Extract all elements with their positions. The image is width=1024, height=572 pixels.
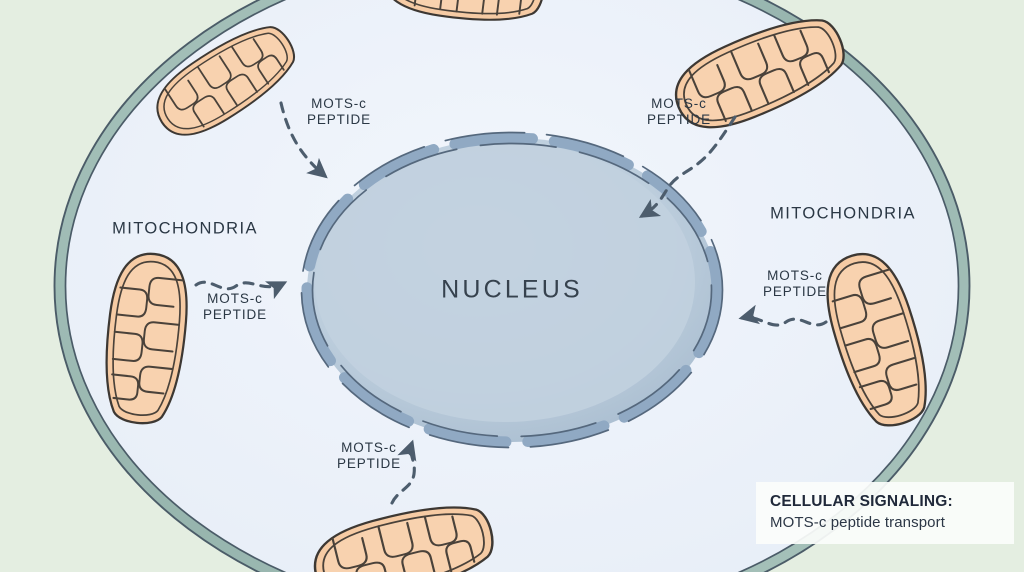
nucleus (307, 138, 717, 442)
caption-title: CELLULAR SIGNALING: (770, 493, 953, 510)
arrow-left (194, 280, 288, 300)
nuclear-envelope (301, 132, 723, 448)
arrow-top-right (638, 115, 737, 218)
caption-subtitle: MOTS-c peptide transport (770, 514, 945, 532)
caption-box: CELLULAR SIGNALING: MOTS-c peptide trans… (756, 482, 1014, 544)
arrow-top-left (279, 101, 328, 179)
arrow-bottom (390, 439, 417, 505)
arrow-right (738, 304, 828, 327)
nuclear-envelope-outline (300, 131, 724, 449)
